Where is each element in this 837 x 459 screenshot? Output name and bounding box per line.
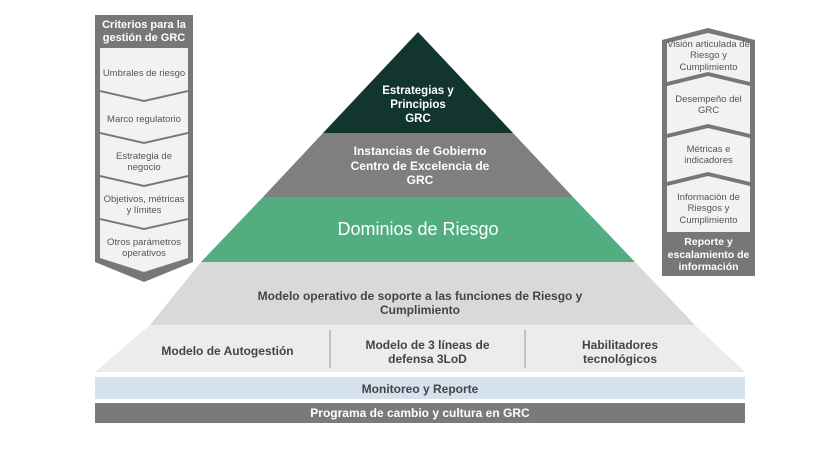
pyramid-level-risk-domains xyxy=(201,197,635,262)
pyramid-base xyxy=(95,325,745,372)
level-operating-model-label: Modelo operativo de soporte a las funcio… xyxy=(257,288,583,317)
monitoring-label: Monitoreo y Reporte xyxy=(361,381,479,396)
pyramid-level-operating-model xyxy=(150,262,695,325)
right-panel-chevrons xyxy=(667,33,750,232)
right-item: Información de Riesgos y Cumplimiento xyxy=(677,191,740,226)
monitoring-band xyxy=(95,377,745,399)
left-item: Objetivos, métricas y límites xyxy=(103,193,185,216)
level-governance-label: Instancias de Gobierno Centro de Excelen… xyxy=(350,144,490,188)
level-risk-domains-label: Dominios de Riesgo xyxy=(337,219,499,240)
left-panel-chevrons xyxy=(100,48,188,272)
right-item: Visión articulada de Riesgo y Cumplimien… xyxy=(667,38,750,73)
left-item: Umbrales de riesgo xyxy=(102,68,186,80)
base-tech-enablers: Habilitadores tecnológicos xyxy=(581,337,659,366)
left-item: Marco regulatorio xyxy=(107,114,181,126)
right-panel-footer: Reporte y escalamiento de información xyxy=(667,236,750,274)
pyramid-level-strategy xyxy=(323,32,513,133)
base-three-lines: Modelo de 3 líneas de defensa 3LoD xyxy=(365,337,490,366)
left-item: Otros parámetros operativos xyxy=(107,236,181,259)
left-panel-title: Criterios para la gestión de GRC xyxy=(102,18,186,44)
program-label: Programa de cambio y cultura en GRC xyxy=(310,405,530,420)
level-strategy-label: Estrategias y Principios GRC xyxy=(382,85,454,125)
left-item: Estrategia de negocio xyxy=(116,150,172,173)
right-item: Desempeño del GRC xyxy=(675,93,742,116)
pyramid-level-governance xyxy=(263,133,573,197)
right-item: Métricas e indicadores xyxy=(684,143,733,166)
program-band xyxy=(95,403,745,423)
base-self-management: Modelo de Autogestión xyxy=(161,343,294,358)
